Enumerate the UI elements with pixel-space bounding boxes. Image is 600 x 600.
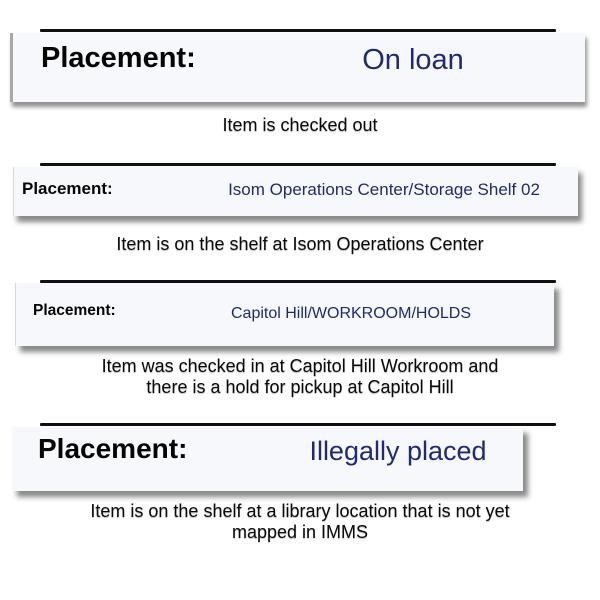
placement-panel-workroom-holds: Placement: Capitol Hill/WORKROOM/HOLDS <box>15 283 554 346</box>
separator-line <box>40 163 556 166</box>
caption-line: there is a hold for pickup at Capitol Hi… <box>146 377 454 397</box>
placement-field-value: On loan <box>362 44 464 76</box>
caption-line: Item was checked in at Capitol Hill Work… <box>101 356 499 376</box>
separator-line <box>40 280 556 283</box>
separator-line <box>40 423 556 426</box>
caption-line: Item is on the shelf at Isom Operations … <box>116 234 484 254</box>
caption-on-loan: Item is checked out <box>0 115 600 136</box>
placement-panel-storage-shelf: Placement: Isom Operations Center/Storag… <box>13 167 578 216</box>
separator-line <box>40 29 556 32</box>
placement-field-label: Placement: <box>41 42 196 74</box>
caption-workroom-holds: Item was checked in at Capitol Hill Work… <box>0 356 600 398</box>
placement-field-label: Placement: <box>38 433 188 464</box>
placement-field-label: Placement: <box>22 179 113 198</box>
placement-field-value: Capitol Hill/WORKROOM/HOLDS <box>230 305 472 322</box>
placement-panel-illegally-placed: Placement: Illegally placed <box>12 427 523 491</box>
placement-panel-on-loan: Placement: On loan <box>10 33 585 102</box>
placement-field-label: Placement: <box>33 302 116 319</box>
caption-illegally-placed: Item is on the shelf at a library locati… <box>0 501 600 543</box>
placement-field-value: Isom Operations Center/Storage Shelf 02 <box>228 180 540 199</box>
caption-line: Item is on the shelf at a library locati… <box>90 501 510 521</box>
caption-line: Item is checked out <box>222 115 378 135</box>
caption-line: mapped in IMMS <box>231 522 369 542</box>
caption-storage-shelf: Item is on the shelf at Isom Operations … <box>0 234 600 255</box>
placement-field-value: Illegally placed <box>309 436 487 466</box>
